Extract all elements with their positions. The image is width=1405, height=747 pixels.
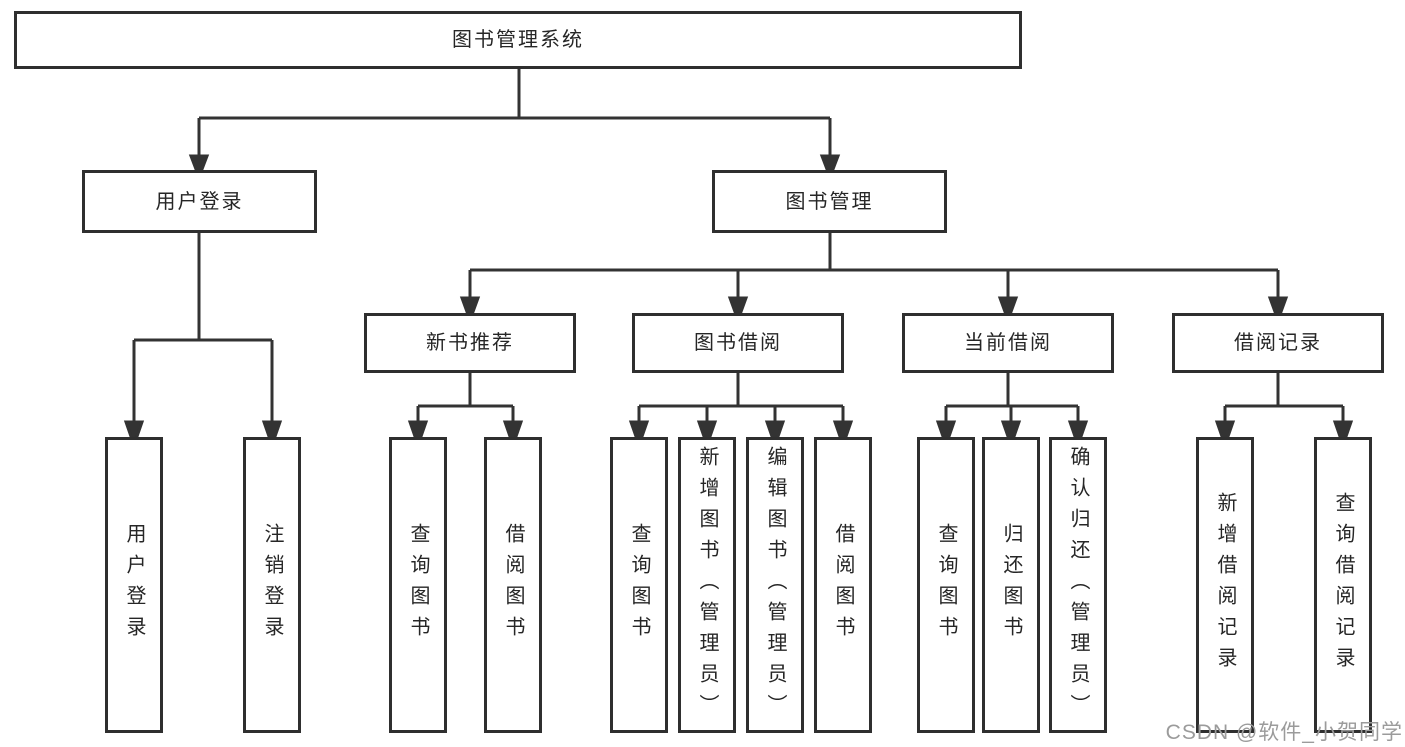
node-borrow-books-recommend: 借阅图书 (484, 437, 542, 733)
root-connectors (188, 69, 841, 182)
node-current-borrow: 当前借阅 (902, 313, 1114, 373)
node-user-login-action: 用户登录 (105, 437, 163, 733)
book-borrow-connectors (628, 373, 854, 450)
node-query-books-recommend: 查询图书 (389, 437, 447, 733)
node-add-books-admin: 新增图书（管理员） (678, 437, 736, 733)
node-query-books-current: 查询图书 (917, 437, 975, 733)
leaf-label: 借阅图书 (832, 523, 854, 647)
leaf-label: 确认归还（管理员） (1067, 445, 1089, 725)
user-login-connectors (123, 233, 283, 450)
leaf-label: 新增图书（管理员） (696, 445, 718, 725)
node-root: 图书管理系统 (14, 11, 1022, 69)
leaf-label: 注销登录 (261, 523, 283, 647)
node-root-label: 图书管理系统 (452, 29, 584, 51)
book-management-connectors (459, 233, 1289, 325)
node-borrow-records-label: 借阅记录 (1234, 332, 1322, 354)
leaf-label: 查询图书 (407, 523, 429, 647)
node-add-borrow-record: 新增借阅记录 (1196, 437, 1254, 733)
new-book-recommend-connectors (407, 373, 524, 450)
current-borrow-connectors (935, 373, 1089, 450)
node-current-borrow-label: 当前借阅 (964, 332, 1052, 354)
node-book-management: 图书管理 (712, 170, 947, 233)
node-query-borrow-record: 查询借阅记录 (1314, 437, 1372, 733)
node-confirm-return-admin: 确认归还（管理员） (1049, 437, 1107, 733)
node-query-books-borrow: 查询图书 (610, 437, 668, 733)
leaf-label: 编辑图书（管理员） (764, 445, 786, 725)
leaf-label: 用户登录 (123, 523, 145, 647)
node-logout-action: 注销登录 (243, 437, 301, 733)
leaf-label: 借阅图书 (502, 523, 524, 647)
node-new-book-recommend: 新书推荐 (364, 313, 576, 373)
node-book-borrow: 图书借阅 (632, 313, 844, 373)
leaf-label: 归还图书 (1000, 523, 1022, 647)
borrow-records-connectors (1214, 373, 1354, 450)
node-return-books: 归还图书 (982, 437, 1040, 733)
node-borrow-records: 借阅记录 (1172, 313, 1384, 373)
node-book-borrow-label: 图书借阅 (694, 332, 782, 354)
leaf-label: 查询图书 (935, 523, 957, 647)
leaf-label: 查询借阅记录 (1332, 492, 1354, 678)
node-user-login-label: 用户登录 (155, 190, 244, 213)
leaf-label: 查询图书 (628, 523, 650, 647)
node-new-book-recommend-label: 新书推荐 (426, 332, 514, 354)
leaf-label: 新增借阅记录 (1214, 492, 1236, 678)
csdn-watermark: CSDN @软件_小贺同学 (1165, 721, 1403, 744)
node-edit-books-admin: 编辑图书（管理员） (746, 437, 804, 733)
node-book-management-label: 图书管理 (785, 190, 874, 213)
node-borrow-books-action: 借阅图书 (814, 437, 872, 733)
node-user-login: 用户登录 (82, 170, 317, 233)
